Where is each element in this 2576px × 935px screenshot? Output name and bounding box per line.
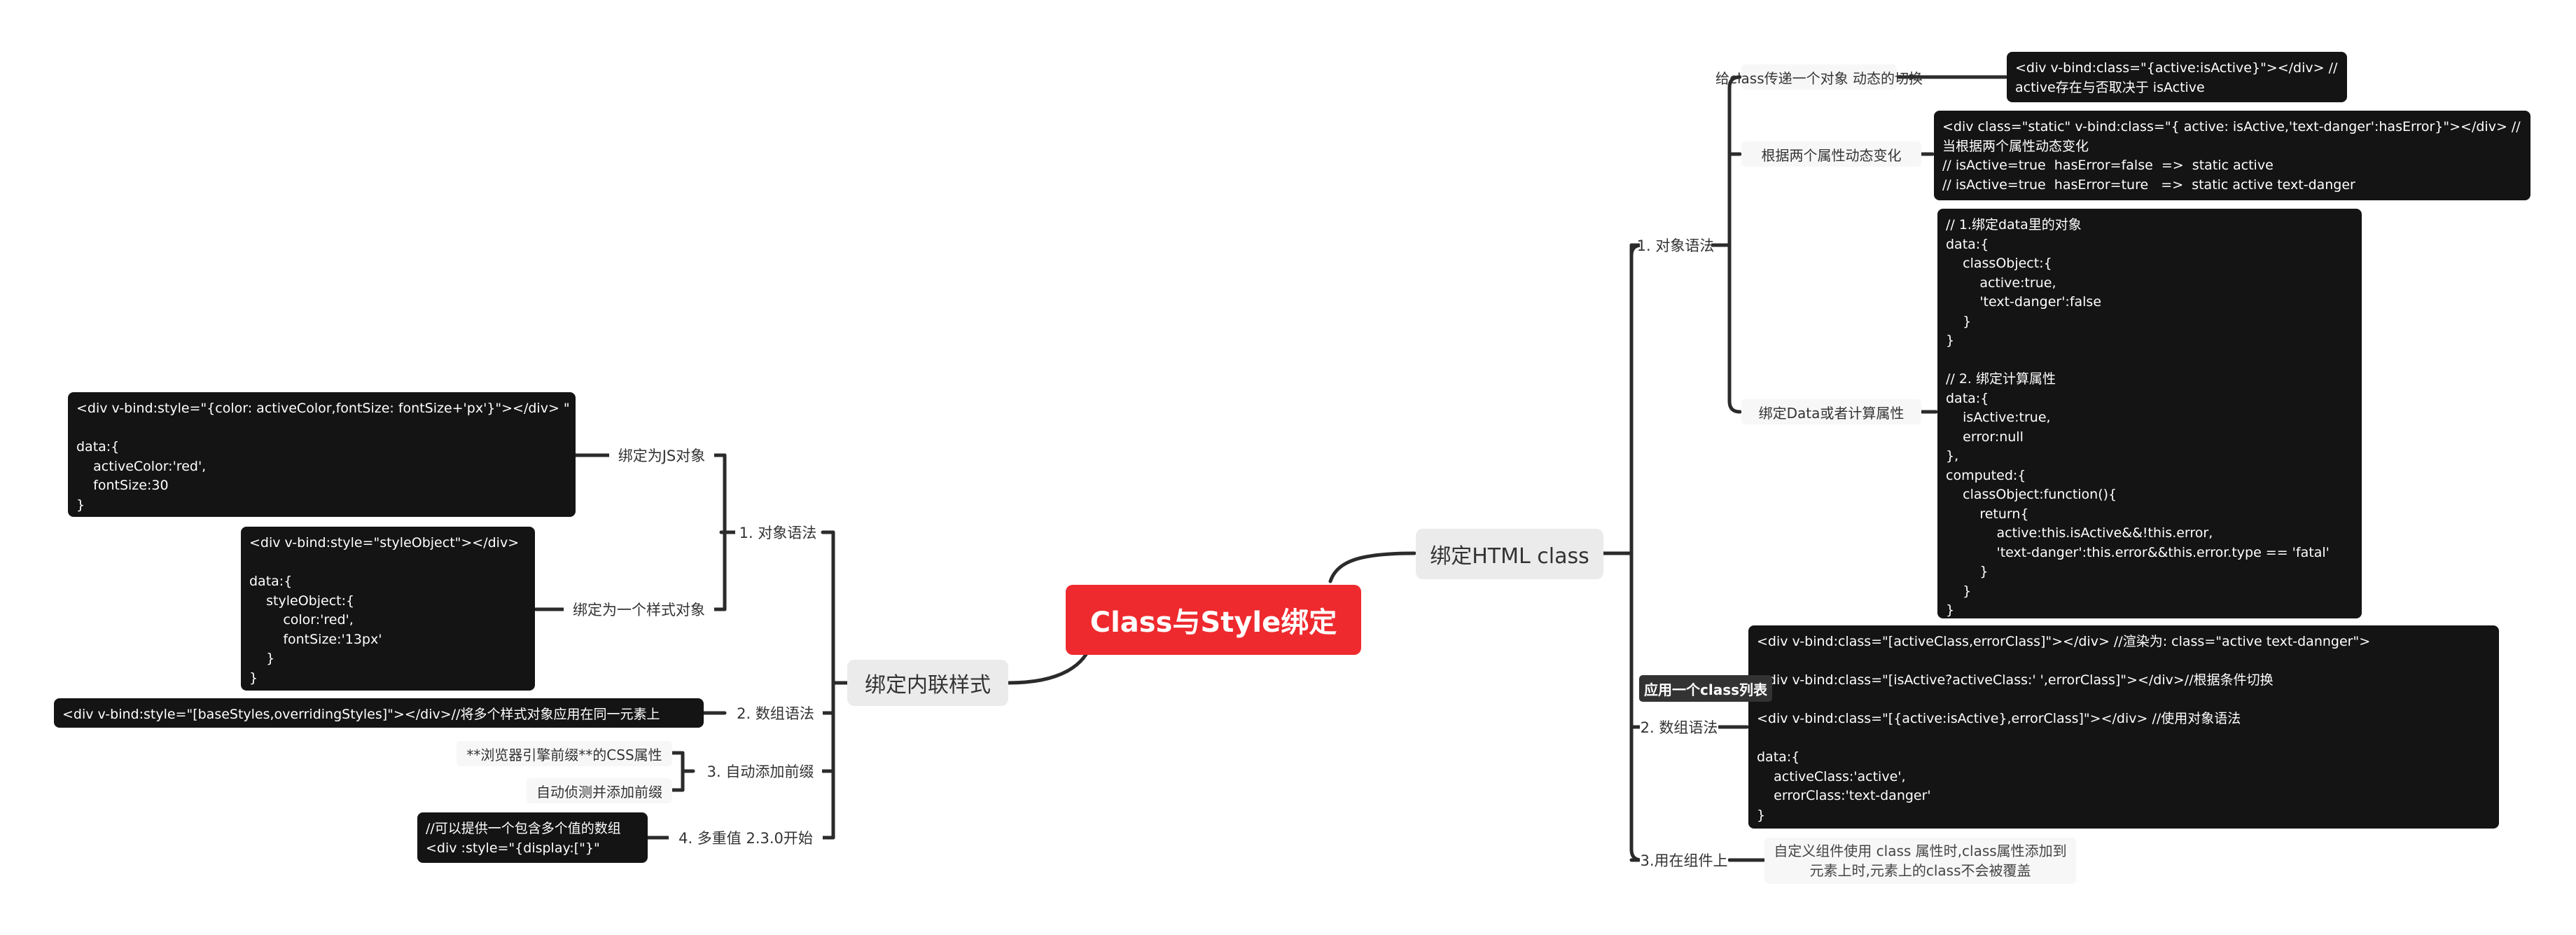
subtopic-style-object-syntax[interactable]: 1. 对象语法 [735,520,821,544]
main-topic-html-class[interactable]: 绑定HTML class [1416,529,1603,579]
subtopic-class-object-syntax[interactable]: 1. 对象语法 [1637,233,1714,257]
main-topic-inline-style[interactable]: 绑定内联样式 [847,660,1008,706]
tag-apply-class-list[interactable]: 应用一个class列表 [1639,675,1772,702]
code-style-array-syntax[interactable]: <div v-bind:style="[baseStyles,overridin… [54,698,704,728]
topic-class-two-props[interactable]: 根据两个属性动态变化 [1741,141,1921,167]
subtopic-class-on-component[interactable]: 3.用在组件上 [1640,848,1728,872]
subtopic-style-array-syntax[interactable]: 2. 数组语法 [728,701,823,725]
code-class-array-syntax[interactable]: <div v-bind:class="[activeClass,errorCla… [1748,625,2499,829]
topic-class-object-toggle[interactable]: 给class传递一个对象 动态的切换 [1715,64,1923,90]
leaf-style-prefix-detect[interactable]: 自动侦测并添加前缀 [527,778,672,803]
leaf-style-prefix-engine[interactable]: **浏览器引擎前缀**的CSS属性 [457,741,672,766]
topic-style-object[interactable]: 绑定为一个样式对象 [564,597,714,621]
subtopic-style-multiple-values[interactable]: 4. 多重值 2.3.0开始 [669,826,823,850]
code-class-data-computed[interactable]: // 1.绑定data里的对象 data:{ classObject:{ act… [1937,209,2362,618]
subtopic-style-auto-prefix[interactable]: 3. 自动添加前缀 [699,759,822,783]
code-style-object[interactable]: <div v-bind:style="styleObject"></div> d… [241,527,535,691]
subtopic-class-array-syntax[interactable]: 2. 数组语法 [1640,715,1718,739]
code-style-multiple-values[interactable]: //可以提供一个包含多个值的数组 <div :style="{display:[… [417,812,648,863]
topic-class-data-computed[interactable]: 绑定Data或者计算属性 [1741,399,1921,424]
text-class-on-component[interactable]: 自定义组件使用 class 属性时,class属性添加到 元素上时,元素上的cl… [1764,838,2076,884]
topic-style-js-object[interactable]: 绑定为JS对象 [609,443,714,467]
root-topic[interactable]: Class与Style绑定 [1066,585,1361,655]
code-class-object-toggle[interactable]: <div v-bind:class="{active:isActive}"></… [2007,52,2347,102]
code-style-js-object[interactable]: <div v-bind:style="{color: activeColor,f… [68,392,576,517]
code-class-two-props[interactable]: <div class="static" v-bind:class="{ acti… [1934,111,2530,200]
